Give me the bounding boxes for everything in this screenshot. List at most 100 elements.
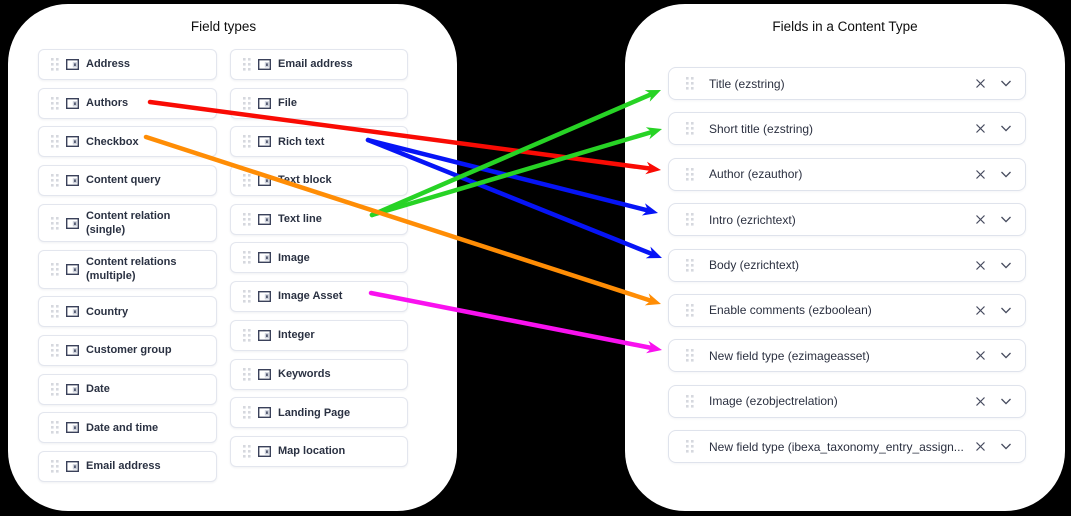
field-type-label: Text block <box>278 174 332 187</box>
drag-handle-icon[interactable] <box>51 174 59 187</box>
drag-handle-icon[interactable] <box>686 77 694 90</box>
field-type-card[interactable]: Content query <box>38 165 217 197</box>
field-type-label: Content relation (single) <box>86 209 171 237</box>
content-type-field-row[interactable]: Title (ezstring) <box>668 67 1026 100</box>
drag-handle-icon[interactable] <box>51 305 59 318</box>
content-type-field-row[interactable]: Enable comments (ezboolean) <box>668 293 1026 327</box>
chevron-down-icon[interactable] <box>1000 170 1012 179</box>
chevron-down-icon[interactable] <box>1000 215 1012 224</box>
chevron-down-icon[interactable] <box>1000 442 1012 451</box>
field-type-label: Customer group <box>86 344 172 357</box>
content-type-fields-title: Fields in a Content Type <box>772 19 918 34</box>
field-type-card[interactable]: Landing Page <box>230 397 408 429</box>
close-icon[interactable] <box>974 349 987 362</box>
field-type-card[interactable]: Country <box>38 296 217 328</box>
content-type-field-row[interactable]: New field type (ibexa_taxonomy_entry_ass… <box>668 430 1026 464</box>
field-type-card[interactable]: Content relation (single) <box>38 203 217 243</box>
drag-handle-icon[interactable] <box>243 58 251 71</box>
drag-handle-icon[interactable] <box>686 349 694 362</box>
close-icon[interactable] <box>974 440 987 453</box>
field-input-icon <box>258 291 271 303</box>
content-type-field-row[interactable]: Short title (ezstring) <box>668 112 1026 146</box>
field-type-label: Content query <box>86 174 161 187</box>
field-type-card[interactable]: Image <box>230 242 408 274</box>
drag-handle-icon[interactable] <box>686 213 694 226</box>
field-type-card[interactable]: Date and time <box>38 412 217 444</box>
field-input-icon <box>66 422 79 434</box>
drag-handle-icon[interactable] <box>51 96 59 110</box>
drag-handle-icon[interactable] <box>243 251 251 265</box>
drag-handle-icon[interactable] <box>51 460 59 473</box>
field-type-card[interactable]: Email address <box>38 451 217 483</box>
drag-handle-icon[interactable] <box>686 394 694 408</box>
drag-handle-icon[interactable] <box>51 262 59 276</box>
field-type-card[interactable]: Checkbox <box>38 126 217 158</box>
content-type-field-row[interactable]: New field type (ezimageasset) <box>668 339 1026 373</box>
field-type-label: Landing Page <box>278 406 351 419</box>
field-input-icon <box>258 136 271 148</box>
drag-handle-icon[interactable] <box>243 444 251 458</box>
drag-handle-icon[interactable] <box>51 58 59 71</box>
drag-handle-icon[interactable] <box>686 303 694 317</box>
drag-handle-icon[interactable] <box>51 344 59 357</box>
close-icon[interactable] <box>974 395 987 408</box>
close-icon[interactable] <box>974 304 987 317</box>
chevron-down-icon[interactable] <box>1000 79 1012 88</box>
drag-handle-icon[interactable] <box>243 174 251 187</box>
field-type-card[interactable]: Rich text <box>230 126 408 158</box>
field-type-card[interactable]: Address <box>38 49 217 80</box>
field-type-card[interactable]: Integer <box>230 319 408 351</box>
drag-handle-icon[interactable] <box>243 367 251 381</box>
drag-handle-icon[interactable] <box>243 290 251 303</box>
content-type-field-list: Title (ezstring) Short title (ezstring) Au… <box>668 67 1026 464</box>
drag-handle-icon[interactable] <box>686 440 694 453</box>
field-row-label: Body (ezrichtext) <box>709 258 800 273</box>
drag-handle-icon[interactable] <box>686 258 694 272</box>
field-row-label: Short title (ezstring) <box>709 121 814 136</box>
field-type-card[interactable]: File <box>230 87 408 119</box>
close-icon[interactable] <box>974 122 987 135</box>
drag-handle-icon[interactable] <box>243 135 251 148</box>
field-input-icon <box>258 407 271 419</box>
drag-handle-icon[interactable] <box>51 382 59 396</box>
chevron-down-icon[interactable] <box>1000 261 1012 270</box>
field-type-card[interactable]: Text line <box>230 203 408 235</box>
field-row-label: Author (ezauthor) <box>709 167 803 182</box>
field-type-card[interactable]: Text block <box>230 165 408 197</box>
field-type-label: Email address <box>86 460 161 473</box>
close-icon[interactable] <box>974 213 987 226</box>
chevron-down-icon[interactable] <box>1000 351 1012 360</box>
drag-handle-icon[interactable] <box>243 406 251 419</box>
close-icon[interactable] <box>974 77 987 90</box>
drag-handle-icon[interactable] <box>243 328 251 342</box>
drag-handle-icon[interactable] <box>51 216 59 230</box>
field-input-icon <box>66 263 79 275</box>
field-type-label: Image Asset <box>278 290 343 303</box>
content-type-field-row[interactable]: Author (ezauthor) <box>668 157 1026 191</box>
field-type-card[interactable]: Image Asset <box>230 281 408 313</box>
field-type-card[interactable]: Customer group <box>38 335 217 366</box>
chevron-down-icon[interactable] <box>1000 306 1012 315</box>
drag-handle-icon[interactable] <box>243 96 251 110</box>
drag-handle-icon[interactable] <box>51 135 59 148</box>
drag-handle-icon[interactable] <box>51 421 59 434</box>
field-input-icon <box>66 97 79 109</box>
content-type-field-row[interactable]: Body (ezrichtext) <box>668 248 1026 282</box>
field-input-icon <box>66 306 79 318</box>
field-type-card[interactable]: Date <box>38 373 217 405</box>
drag-handle-icon[interactable] <box>686 122 694 135</box>
content-type-field-row[interactable]: Intro (ezrichtext) <box>668 203 1026 237</box>
chevron-down-icon[interactable] <box>1000 397 1012 406</box>
field-type-card[interactable]: Email address <box>230 49 408 80</box>
close-icon[interactable] <box>974 259 987 272</box>
field-type-card[interactable]: Authors <box>38 87 217 119</box>
close-icon[interactable] <box>974 168 987 181</box>
field-type-card[interactable]: Keywords <box>230 358 408 390</box>
drag-handle-icon[interactable] <box>243 212 251 226</box>
field-type-card[interactable]: Content relations (multiple) <box>38 250 217 289</box>
field-type-card[interactable]: Map location <box>230 435 408 467</box>
content-type-field-row[interactable]: Image (ezobjectrelation) <box>668 384 1026 418</box>
field-row-label: Enable comments (ezboolean) <box>709 303 872 318</box>
drag-handle-icon[interactable] <box>686 167 694 181</box>
chevron-down-icon[interactable] <box>1000 124 1012 133</box>
